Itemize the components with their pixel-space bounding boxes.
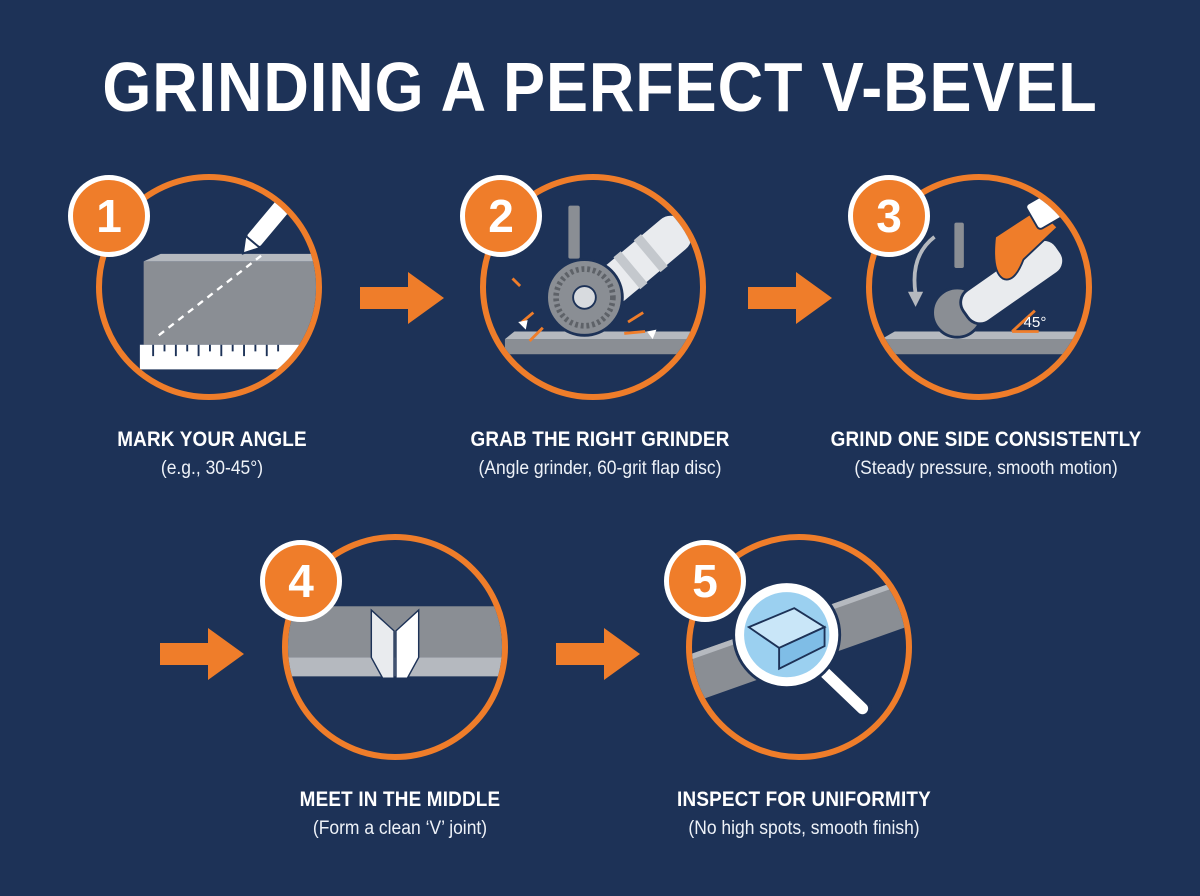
step-4-subtitle: (Form a clean ‘V’ joint): [312, 818, 488, 839]
arrow-right-icon: [748, 272, 832, 324]
magnifying-glass-icon: [692, 577, 906, 719]
step-5-caption: INSPECT FOR UNIFORMITY (No high spots, s…: [614, 788, 994, 840]
step-4-badge: 4: [260, 540, 342, 622]
step-3-caption: GRIND ONE SIDE CONSISTENTLY (Steady pres…: [796, 428, 1176, 480]
step-1-title: MARK YOUR ANGLE: [117, 428, 307, 451]
arrow-right-icon: [360, 272, 444, 324]
step-1-badge: 1: [68, 175, 150, 257]
step-2-badge: 2: [460, 175, 542, 257]
step-2-illustration: [480, 174, 706, 400]
step-2-caption: GRAB THE RIGHT GRINDER (Angle grinder, 6…: [410, 428, 790, 480]
angle-grinder-icon: [504, 203, 695, 355]
page-title: GRINDING A PERFECT V-BEVEL: [102, 48, 1098, 126]
step-3-subtitle: (Steady pressure, smooth motion): [854, 458, 1118, 479]
step-1-illustration: [96, 174, 322, 400]
step-4-caption: MEET IN THE MIDDLE (Form a clean ‘V’ joi…: [210, 788, 590, 840]
step-3-angle-label: 45°: [1024, 314, 1047, 331]
step-2-subtitle: (Angle grinder, 60-grit flap disc): [478, 458, 722, 479]
arrow-right-icon: [160, 628, 244, 680]
step-3-title: GRIND ONE SIDE CONSISTENTLY: [830, 428, 1142, 451]
step-5-badge: 5: [664, 540, 746, 622]
step-3-badge: 3: [848, 175, 930, 257]
step-4-title: MEET IN THE MIDDLE: [299, 788, 501, 811]
step-5-title: INSPECT FOR UNIFORMITY: [677, 788, 931, 811]
step-3-illustration: 45°: [866, 174, 1092, 400]
marking-pen-ruler-icon: [139, 192, 316, 370]
arrow-right-icon: [556, 628, 640, 680]
step-1-caption: MARK YOUR ANGLE (e.g., 30-45°): [22, 428, 402, 480]
step-5-subtitle: (No high spots, smooth finish): [688, 818, 920, 839]
hand-grinding-icon: 45°: [881, 185, 1081, 355]
step-2-title: GRAB THE RIGHT GRINDER: [470, 428, 730, 451]
step-1-subtitle: (e.g., 30-45°): [160, 458, 264, 479]
